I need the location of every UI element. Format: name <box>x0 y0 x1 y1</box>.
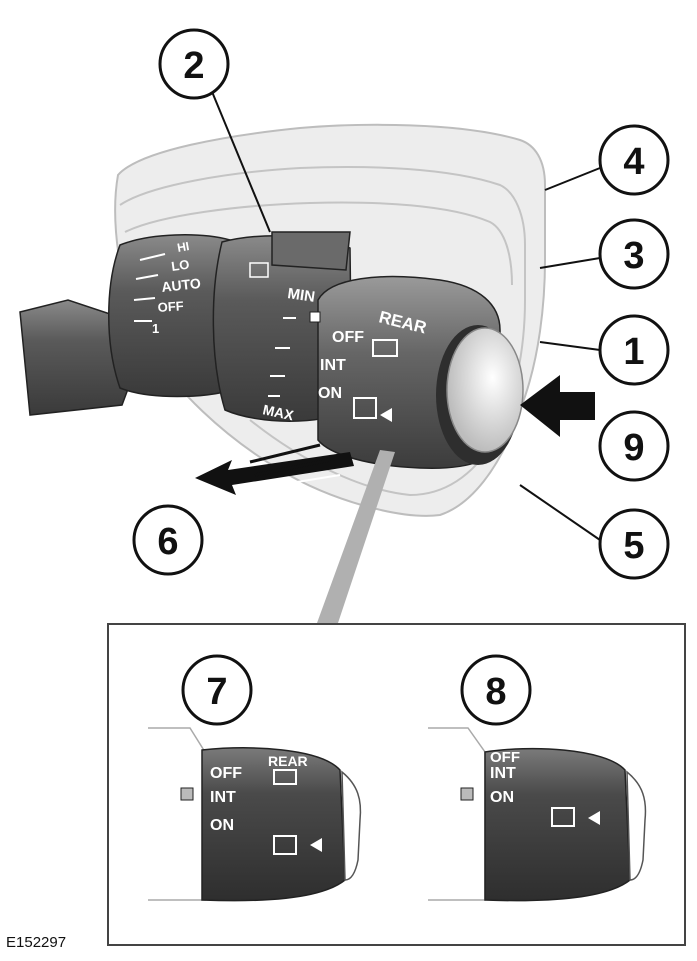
callout-9: 9 <box>598 410 670 482</box>
collar-icons <box>249 262 398 422</box>
svg-text:5: 5 <box>623 525 644 567</box>
ring-label-hi: HI <box>176 239 190 255</box>
ring-label-1: 1 <box>152 321 159 336</box>
svg-text:8: 8 <box>485 671 506 713</box>
svg-text:3: 3 <box>623 235 644 277</box>
inset-7-stalk <box>148 727 362 902</box>
rear-washer-icon <box>353 397 377 419</box>
ring-label-max: MAX <box>261 401 295 423</box>
svg-text:9: 9 <box>623 427 644 469</box>
callout-5: 5 <box>598 508 670 580</box>
inset8-label-int: INT <box>490 765 516 782</box>
svg-text:6: 6 <box>157 521 178 563</box>
svg-text:1: 1 <box>623 331 644 373</box>
ring-label-min: MIN <box>286 285 316 306</box>
inset7-label-on: ON <box>210 817 234 834</box>
collar-label-on: ON <box>318 385 342 402</box>
figure-code: E152297 <box>6 934 67 951</box>
callout-7: 7 <box>181 654 253 726</box>
ring-label-auto: AUTO <box>161 275 202 295</box>
svg-text:2: 2 <box>183 45 204 87</box>
push-arrow <box>520 375 595 437</box>
collar-label-int: INT <box>320 357 346 374</box>
leader-lines <box>207 81 601 541</box>
wiper-icon <box>249 262 269 278</box>
inset-8-stalk <box>428 727 647 902</box>
rear-wiper-icon <box>372 339 398 357</box>
zoom-pointer <box>317 450 395 623</box>
callout-1: 1 <box>598 314 670 386</box>
callout-3: 3 <box>598 218 670 290</box>
callout-2: 2 <box>158 28 230 100</box>
callout-6: 6 <box>132 504 204 576</box>
inset8-label-off: OFF <box>490 749 520 766</box>
front-ring-labels: HI LO AUTO OFF 1 <box>152 239 202 336</box>
inset7-label-off: OFF <box>210 765 242 782</box>
inset8-label-on: ON <box>490 789 514 806</box>
arrow-left-icon <box>380 408 392 422</box>
svg-text:7: 7 <box>206 671 227 713</box>
ring-label-lo: LO <box>170 257 190 274</box>
inset-8-labels: OFF INT ON <box>490 749 520 806</box>
svg-text:4: 4 <box>623 141 644 183</box>
callout-8: 8 <box>460 654 532 726</box>
middle-ring-labels: MIN MAX <box>261 285 316 423</box>
front-wiper-ring <box>108 234 233 398</box>
ring-label-off: OFF <box>157 298 184 315</box>
inset-7-labels: REAR OFF INT ON <box>210 753 308 834</box>
inset7-label-int: INT <box>210 789 236 806</box>
inset7-label-rear: REAR <box>268 753 308 769</box>
pull-arrow <box>195 443 354 495</box>
collar-label-off: OFF <box>332 329 364 346</box>
callout-4: 4 <box>598 124 670 196</box>
end-push-button <box>436 325 524 465</box>
